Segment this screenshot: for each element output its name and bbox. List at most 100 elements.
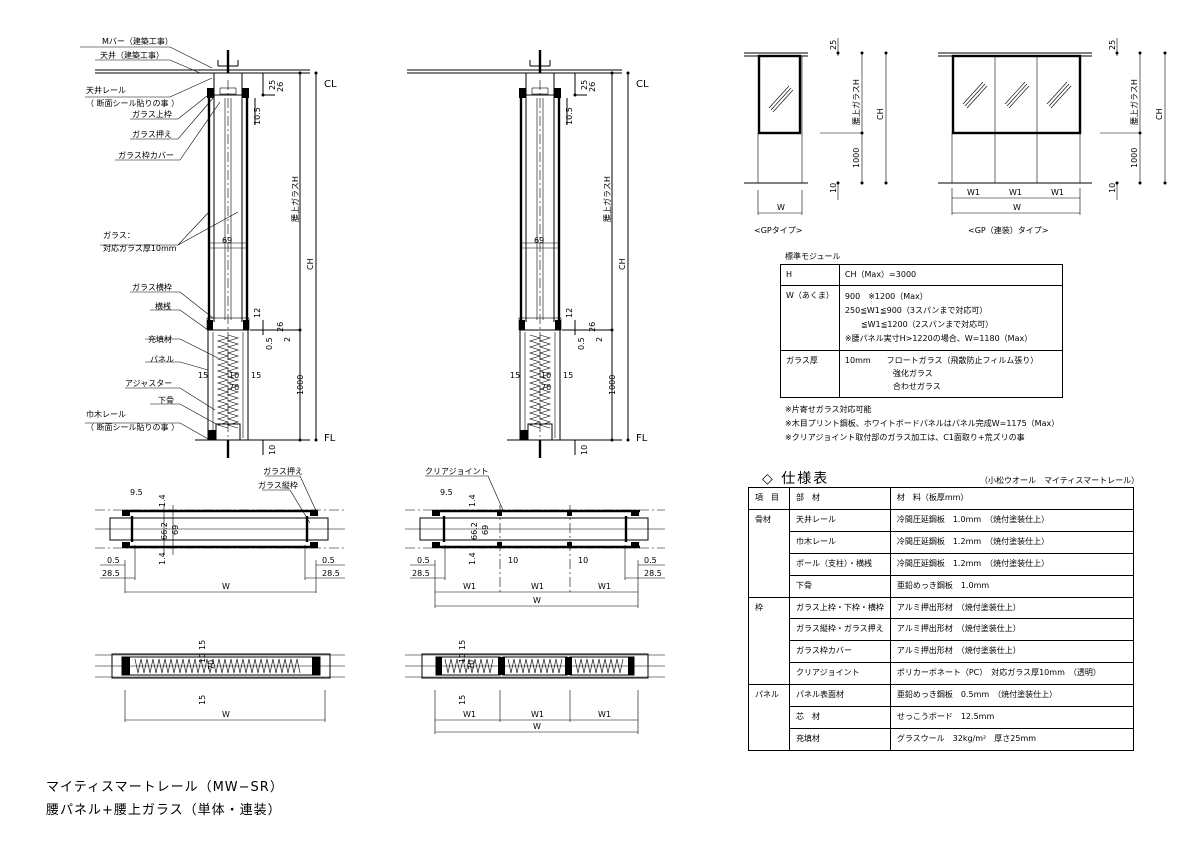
header-part: 部 材	[789, 487, 891, 510]
glass-hatch	[962, 81, 1072, 109]
label-glass-horizontal-frame: ガラス横枠	[132, 282, 172, 292]
header-material: 材 料（板厚mm）	[889, 487, 1135, 510]
insulation-hatch	[134, 658, 301, 674]
svg-text:CL: CL	[324, 79, 337, 90]
svg-text:CH: CH	[618, 258, 627, 270]
svg-text:W1: W1	[967, 188, 980, 197]
svg-text:10: 10	[508, 556, 518, 565]
cell-material: アルミ押出形材 （焼付塗装仕上）	[889, 596, 1135, 620]
cell-part: ガラス上枠・下枠・横枠	[789, 596, 891, 620]
spec-title: ◇ 仕様表	[762, 471, 830, 487]
label-lower-frame: 下骨	[158, 396, 174, 405]
table-header-row: 項 目 部 材 材 料（板厚mm）	[748, 487, 1135, 510]
svg-text:10.5: 10.5	[565, 107, 574, 125]
cell-material: グラスウール 32kg/m² 厚さ25mm	[889, 727, 1135, 751]
svg-text:2: 2	[595, 337, 604, 342]
svg-text:W: W	[222, 710, 230, 719]
svg-text:26: 26	[276, 322, 285, 332]
module-value-line: 900 ※1200（Max）	[844, 292, 928, 301]
svg-text:69: 69	[534, 236, 544, 245]
table-row: クリアジョイントポリカーボネート（PC） 対応ガラス厚10mm （透明）	[749, 662, 1135, 686]
svg-text:70: 70	[207, 660, 216, 670]
leader-lines	[80, 46, 239, 441]
drawing-title: マイティスマートレール（MW−SR）	[46, 780, 284, 795]
svg-text:26: 26	[276, 82, 285, 92]
module-note: ※片寄せガラス対応可能	[785, 405, 872, 414]
svg-text:1.4: 1.4	[468, 494, 477, 507]
insulation-hatch	[574, 658, 624, 674]
cell-part: 巾木レール	[789, 530, 891, 554]
svg-text:W1: W1	[463, 582, 476, 591]
section-left-dims: 25 26 10.5 69 12 26 0.5 2 15 10 15 70 10…	[198, 79, 337, 455]
label-m-bar: Mバー（建築工事）	[102, 36, 173, 46]
insulation-hatch	[507, 658, 563, 674]
table-row: 芯 材せっこうボード 12.5mm	[749, 706, 1135, 729]
svg-text:10: 10	[580, 445, 589, 455]
svg-text:26: 26	[588, 322, 597, 332]
svg-text:腰上ガラスH: 腰上ガラスH	[851, 79, 861, 125]
vertical-section-multi	[405, 48, 631, 460]
cell-category: 枠	[748, 596, 790, 686]
svg-text:10: 10	[268, 445, 277, 455]
svg-text:1000: 1000	[608, 375, 617, 395]
svg-text:28.5: 28.5	[412, 569, 430, 578]
label-seal-note-2: （ 断面シール貼りの事 ）	[86, 422, 179, 432]
table-row: ガラス厚 10mm フロートガラス（飛散防止フィルム張り） 強化ガラス 合わせガ…	[780, 350, 1064, 398]
panel-plan-single: 15 10 70 15 W	[95, 640, 345, 722]
module-key: H	[780, 264, 840, 286]
cell-part: パネル表面材	[789, 684, 891, 708]
label-glass-thickness: 対応ガラス厚10mm	[103, 243, 177, 253]
svg-text:W: W	[222, 582, 230, 591]
cell-material: 亜鉛めっき鋼板 0.5mm （焼付塗装仕上）	[889, 684, 1135, 708]
label-glass-stop: ガラス押え	[263, 466, 303, 476]
caption-gp-multi-type: <GP（連装）タイプ>	[968, 225, 1048, 235]
svg-text:CL: CL	[636, 79, 649, 90]
section-left-labels: Mバー（建築工事） 天井（建築工事） 天井レール （ 断面シール貼りの事 ） ガ…	[86, 36, 179, 432]
table-row: 枠ガラス上枠・下枠・横枠アルミ押出形材 （焼付塗装仕上）	[748, 596, 1135, 686]
svg-text:15: 15	[198, 371, 208, 380]
header-item: 項 目	[748, 487, 790, 510]
svg-text:9.5: 9.5	[440, 488, 453, 497]
label-glass-stop: ガラス押え	[132, 129, 172, 139]
table-row: 下骨亜鉛めっき鋼板 1.0mm	[749, 574, 1135, 598]
svg-text:15: 15	[458, 695, 467, 705]
caption-gp-type: <GPタイプ>	[754, 226, 802, 235]
svg-text:66.2: 66.2	[470, 522, 479, 540]
cell-category: 骨材	[748, 508, 790, 598]
svg-text:FL: FL	[636, 433, 648, 444]
table-row: W（あくま） 900 ※1200（Max） 250≦W1≦900（3スパンまで対…	[780, 285, 1064, 351]
cell-material: せっこうボード 12.5mm	[889, 706, 1135, 729]
table-row: 巾木レール冷間圧延鋼板 1.2mm （焼付塗装仕上）	[749, 530, 1135, 554]
label-glass-frame-cover: ガラス枠カバー	[118, 150, 174, 160]
svg-text:12: 12	[253, 308, 262, 318]
svg-text:CH: CH	[1155, 108, 1164, 120]
elevation-gp-multi: 25 腰上ガラスH CH 1000 10 W1 W1 W1 W <GP（連装）タ…	[938, 38, 1167, 235]
cell-material: ポリカーボネート（PC） 対応ガラス厚10mm （透明）	[889, 662, 1135, 686]
svg-text:W1: W1	[598, 710, 611, 719]
module-value-line: ≦W1≦1200（2スパンまで対応可）	[844, 320, 994, 329]
module-value: 900 ※1200（Max） 250≦W1≦900（3スパンまで対応可） ≦W1…	[838, 285, 1064, 351]
svg-text:CH: CH	[876, 108, 885, 120]
svg-text:W1: W1	[598, 582, 611, 591]
plan-section-single: ガラス押え ガラス縦枠 9.5 1.4 66.2 69 1.4 0.5 28.5…	[95, 466, 345, 593]
label-adjuster: アジャスター	[125, 379, 172, 388]
insulation-hatch	[444, 658, 494, 674]
svg-text:0.5: 0.5	[417, 556, 430, 565]
section-right-dims: 25 26 10.5 69 12 26 0.5 2 15 10 15 70 10…	[510, 79, 649, 455]
svg-text:69: 69	[222, 236, 232, 245]
svg-text:2: 2	[283, 337, 292, 342]
label-seal-note: （ 断面シール貼りの事 ）	[86, 98, 179, 108]
svg-text:9.5: 9.5	[130, 488, 143, 497]
svg-text:15: 15	[563, 371, 573, 380]
svg-text:25: 25	[268, 80, 277, 90]
module-title: 標準モジュール	[785, 252, 841, 261]
svg-text:W1: W1	[1009, 188, 1022, 197]
svg-text:1.4: 1.4	[158, 552, 167, 565]
svg-text:0.5: 0.5	[265, 337, 274, 350]
svg-text:0.5: 0.5	[322, 556, 335, 565]
module-value-line: ※腰パネル実寸H>1220の場合、W=1180（Max）	[844, 334, 1033, 343]
svg-text:1000: 1000	[296, 375, 305, 395]
svg-text:W: W	[1013, 203, 1021, 212]
label-ceiling: 天井（建築工事）	[100, 50, 164, 60]
label-baseboard-rail: 巾木レール	[86, 409, 126, 419]
